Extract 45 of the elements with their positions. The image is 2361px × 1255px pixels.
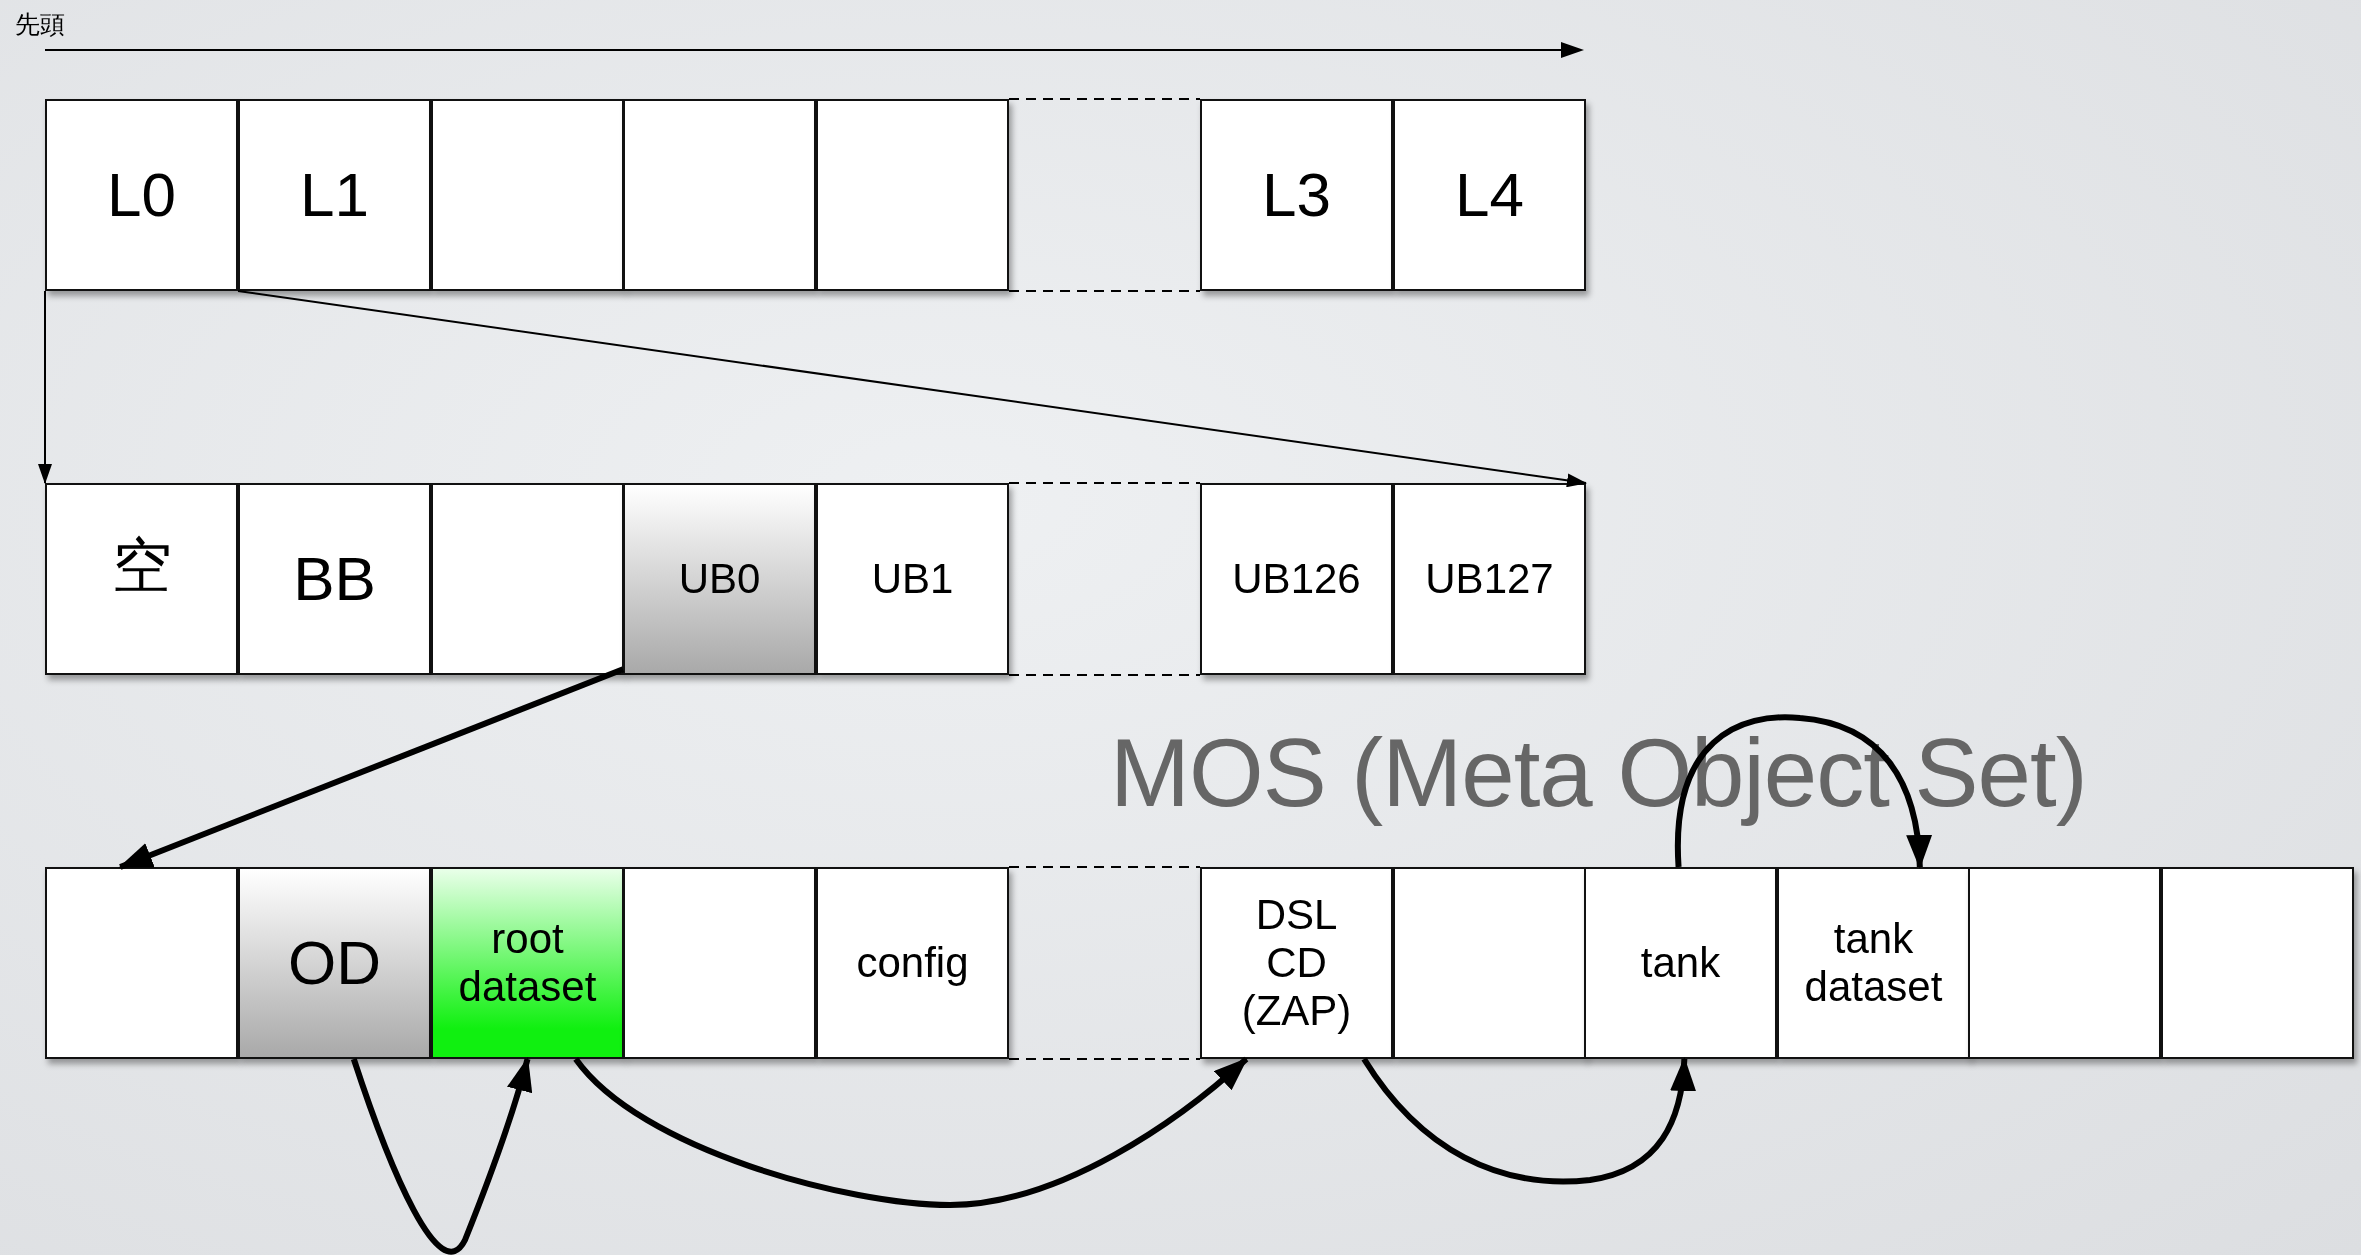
block-cell: [1584, 867, 1777, 1059]
axis-label: 先頭: [15, 9, 65, 40]
cell-label: tank dataset: [1803, 914, 1944, 1012]
arrow: [573, 1056, 1249, 1208]
block-cell: [1777, 867, 1970, 1059]
connector-line: [1008, 482, 1201, 484]
block-cell: [1200, 867, 1393, 1059]
block-cell: [238, 99, 431, 291]
block-cell: [238, 867, 431, 1059]
block-cell: [238, 483, 431, 675]
cell-label: config: [856, 938, 969, 988]
cell-label: L4: [1455, 159, 1524, 231]
arrow: [38, 290, 52, 484]
cell-label: UB0: [678, 554, 761, 604]
arrow: [237, 290, 1587, 488]
cell-label: tank: [1640, 938, 1721, 988]
arrow: [350, 1057, 532, 1254]
cell-label: DSL CD (ZAP): [1240, 890, 1353, 1036]
block-cell: [1200, 99, 1393, 291]
connector-line: [1008, 674, 1201, 676]
connector-line: [1008, 1058, 1201, 1060]
block-cell: [1200, 483, 1393, 675]
cell-label: 空: [111, 530, 172, 600]
block-cell: [623, 483, 816, 675]
connector-line: [1008, 866, 1201, 868]
block-cell: [45, 99, 238, 291]
connector-line: [1008, 290, 1201, 292]
cell-label: UB126: [1232, 554, 1361, 604]
cell-label: L3: [1262, 159, 1331, 231]
block-cell: [45, 483, 238, 675]
cell-label: OD: [288, 927, 381, 999]
arrow: [1361, 1057, 1696, 1185]
cell-label: L1: [300, 159, 369, 231]
connector-line: [1008, 98, 1201, 100]
cell-label: BB: [293, 543, 376, 615]
cell-label: UB1: [871, 554, 954, 604]
block-cell: [1393, 483, 1586, 675]
cell-label: root dataset: [457, 914, 598, 1012]
cell-label: UB127: [1425, 554, 1554, 604]
arrow: [118, 666, 625, 870]
block-cell: [431, 867, 624, 1059]
block-cell: [1393, 99, 1586, 291]
cell-label: L0: [107, 159, 176, 231]
block-cell: [816, 483, 1009, 675]
block-cell: [816, 867, 1009, 1059]
